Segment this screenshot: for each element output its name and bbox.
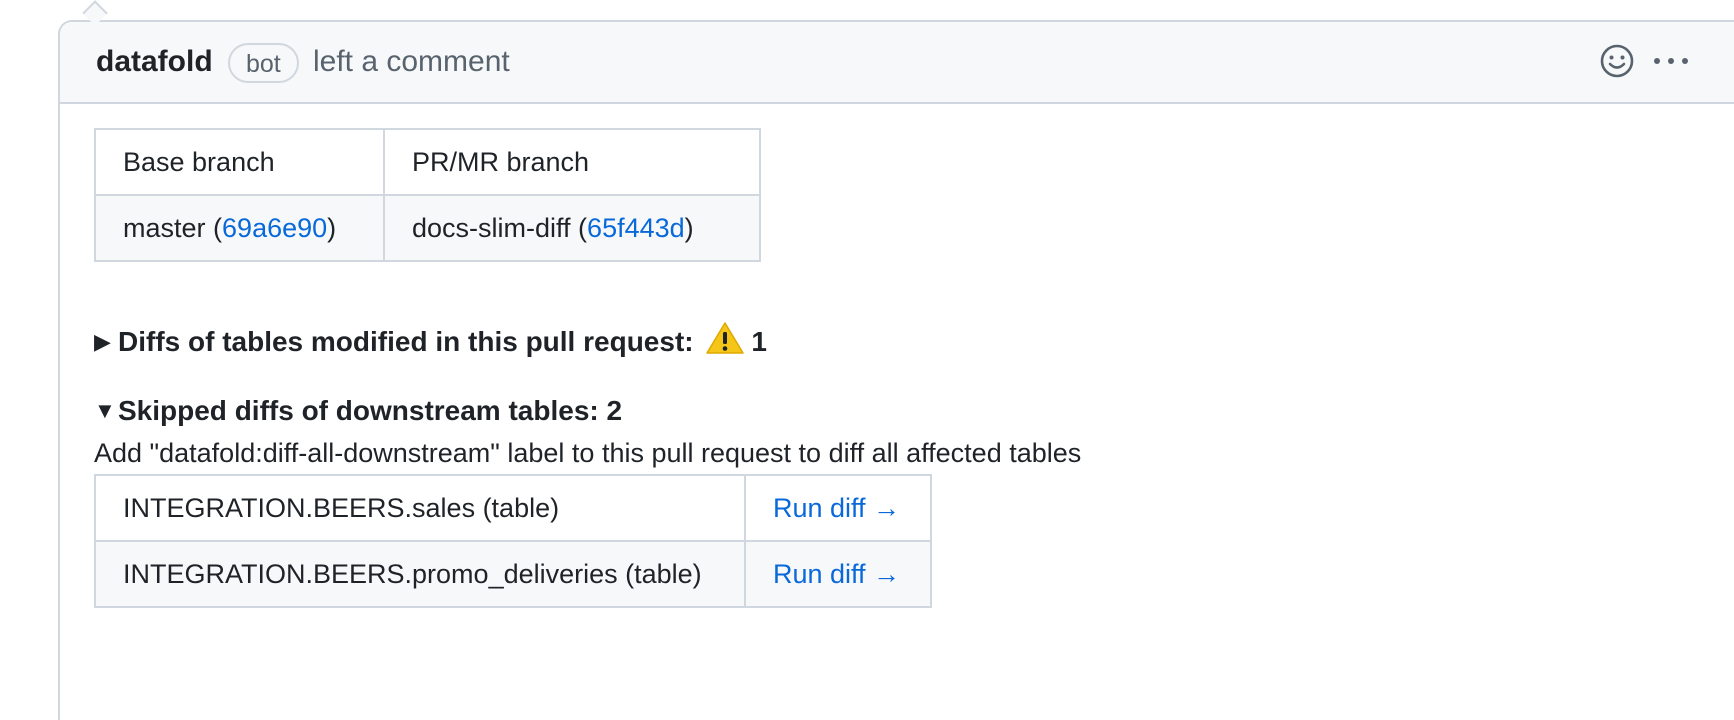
- table-name-cell: INTEGRATION.BEERS.promo_deliveries (tabl…: [94, 540, 746, 608]
- run-diff-cell: Run diff →: [744, 540, 932, 608]
- table-header-row: Base branch PR/MR branch: [94, 128, 761, 196]
- table-name-cell: INTEGRATION.BEERS.sales (table): [94, 474, 746, 542]
- warning-icon: [706, 322, 745, 354]
- paren-open: (: [570, 212, 588, 243]
- pr-branch-name: docs-slim-diff: [412, 212, 571, 243]
- comment-action-text: left a comment: [313, 45, 510, 78]
- modified-tables-summary[interactable]: ▶ Diffs of tables modified in this pull r…: [94, 321, 767, 359]
- run-diff-cell: Run diff →: [744, 474, 932, 542]
- skipped-diffs-title: Skipped diffs of downstream tables: 2: [118, 395, 623, 426]
- skipped-tables-table: INTEGRATION.BEERS.sales (table) Run diff…: [94, 474, 932, 608]
- paren-close: ): [684, 212, 694, 243]
- modified-tables-title: Diffs of tables modified in this pull re…: [118, 326, 694, 357]
- base-commit-link[interactable]: 69a6e90: [222, 212, 328, 243]
- triangle-down-icon: ▼: [94, 398, 116, 423]
- pr-branch-cell: docs-slim-diff (65f443d): [383, 194, 761, 262]
- comment-header: datafold bot left a comment: [60, 22, 1734, 104]
- table-row: INTEGRATION.BEERS.promo_deliveries (tabl…: [94, 540, 932, 608]
- table-row: INTEGRATION.BEERS.sales (table) Run diff…: [94, 474, 932, 542]
- column-header: Base branch: [94, 128, 385, 196]
- table-row: master (69a6e90) docs-slim-diff (65f443d…: [94, 194, 761, 262]
- bot-badge: bot: [228, 43, 299, 83]
- add-reaction-button[interactable]: [1598, 42, 1636, 80]
- comment-card: datafold bot left a comment Base branch …: [58, 20, 1734, 720]
- modified-tables-count: 1: [751, 326, 767, 357]
- run-diff-link[interactable]: Run diff →: [773, 492, 901, 523]
- branches-table: Base branch PR/MR branch master (69a6e90…: [94, 128, 761, 262]
- smiley-icon: [1600, 44, 1634, 78]
- base-branch-name: master: [123, 212, 206, 243]
- paren-close: ): [327, 212, 337, 243]
- triangle-right-icon: ▶: [94, 329, 111, 354]
- column-header: PR/MR branch: [383, 128, 761, 196]
- paren-open: (: [205, 212, 223, 243]
- comment-author[interactable]: datafold: [96, 45, 213, 78]
- kebab-horizontal-icon: [1654, 58, 1688, 64]
- skipped-diffs-hint: Add "datafold:diff-all-downstream" label…: [94, 438, 1082, 468]
- skipped-diffs-summary[interactable]: ▼Skipped diffs of downstream tables: 2: [94, 394, 622, 428]
- run-diff-link[interactable]: Run diff →: [773, 558, 901, 589]
- base-branch-cell: master (69a6e90): [94, 194, 385, 262]
- pr-commit-link[interactable]: 65f443d: [587, 212, 685, 243]
- more-options-button[interactable]: [1650, 42, 1692, 80]
